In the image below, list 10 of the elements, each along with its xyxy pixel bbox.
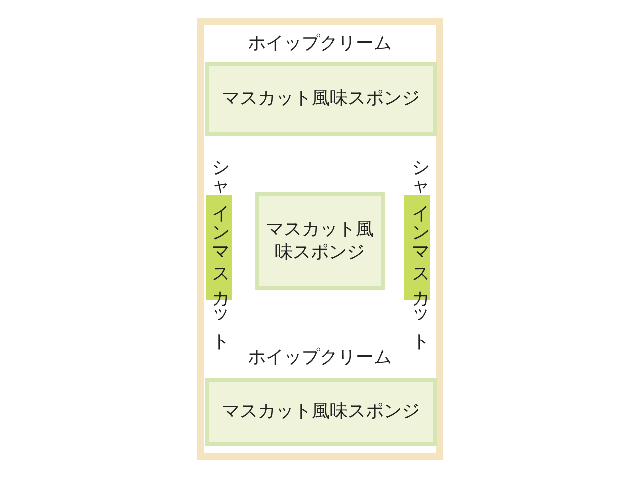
- sponge-layer: [205, 62, 437, 136]
- layer-label: シャインマスカット: [209, 148, 232, 344]
- sponge-layer: [205, 378, 437, 446]
- sponge-layer: [255, 192, 385, 290]
- layer-label: ホイップクリーム: [248, 346, 392, 369]
- layer-label: ホイップクリーム: [248, 32, 392, 55]
- layer-label: マスカット風味スポンジ: [222, 87, 420, 111]
- layer-label: マスカット風味スポンジ: [222, 400, 420, 424]
- layer-label: マスカット風味スポンジ: [265, 218, 375, 264]
- layer-label: シャインマスカット: [409, 148, 432, 344]
